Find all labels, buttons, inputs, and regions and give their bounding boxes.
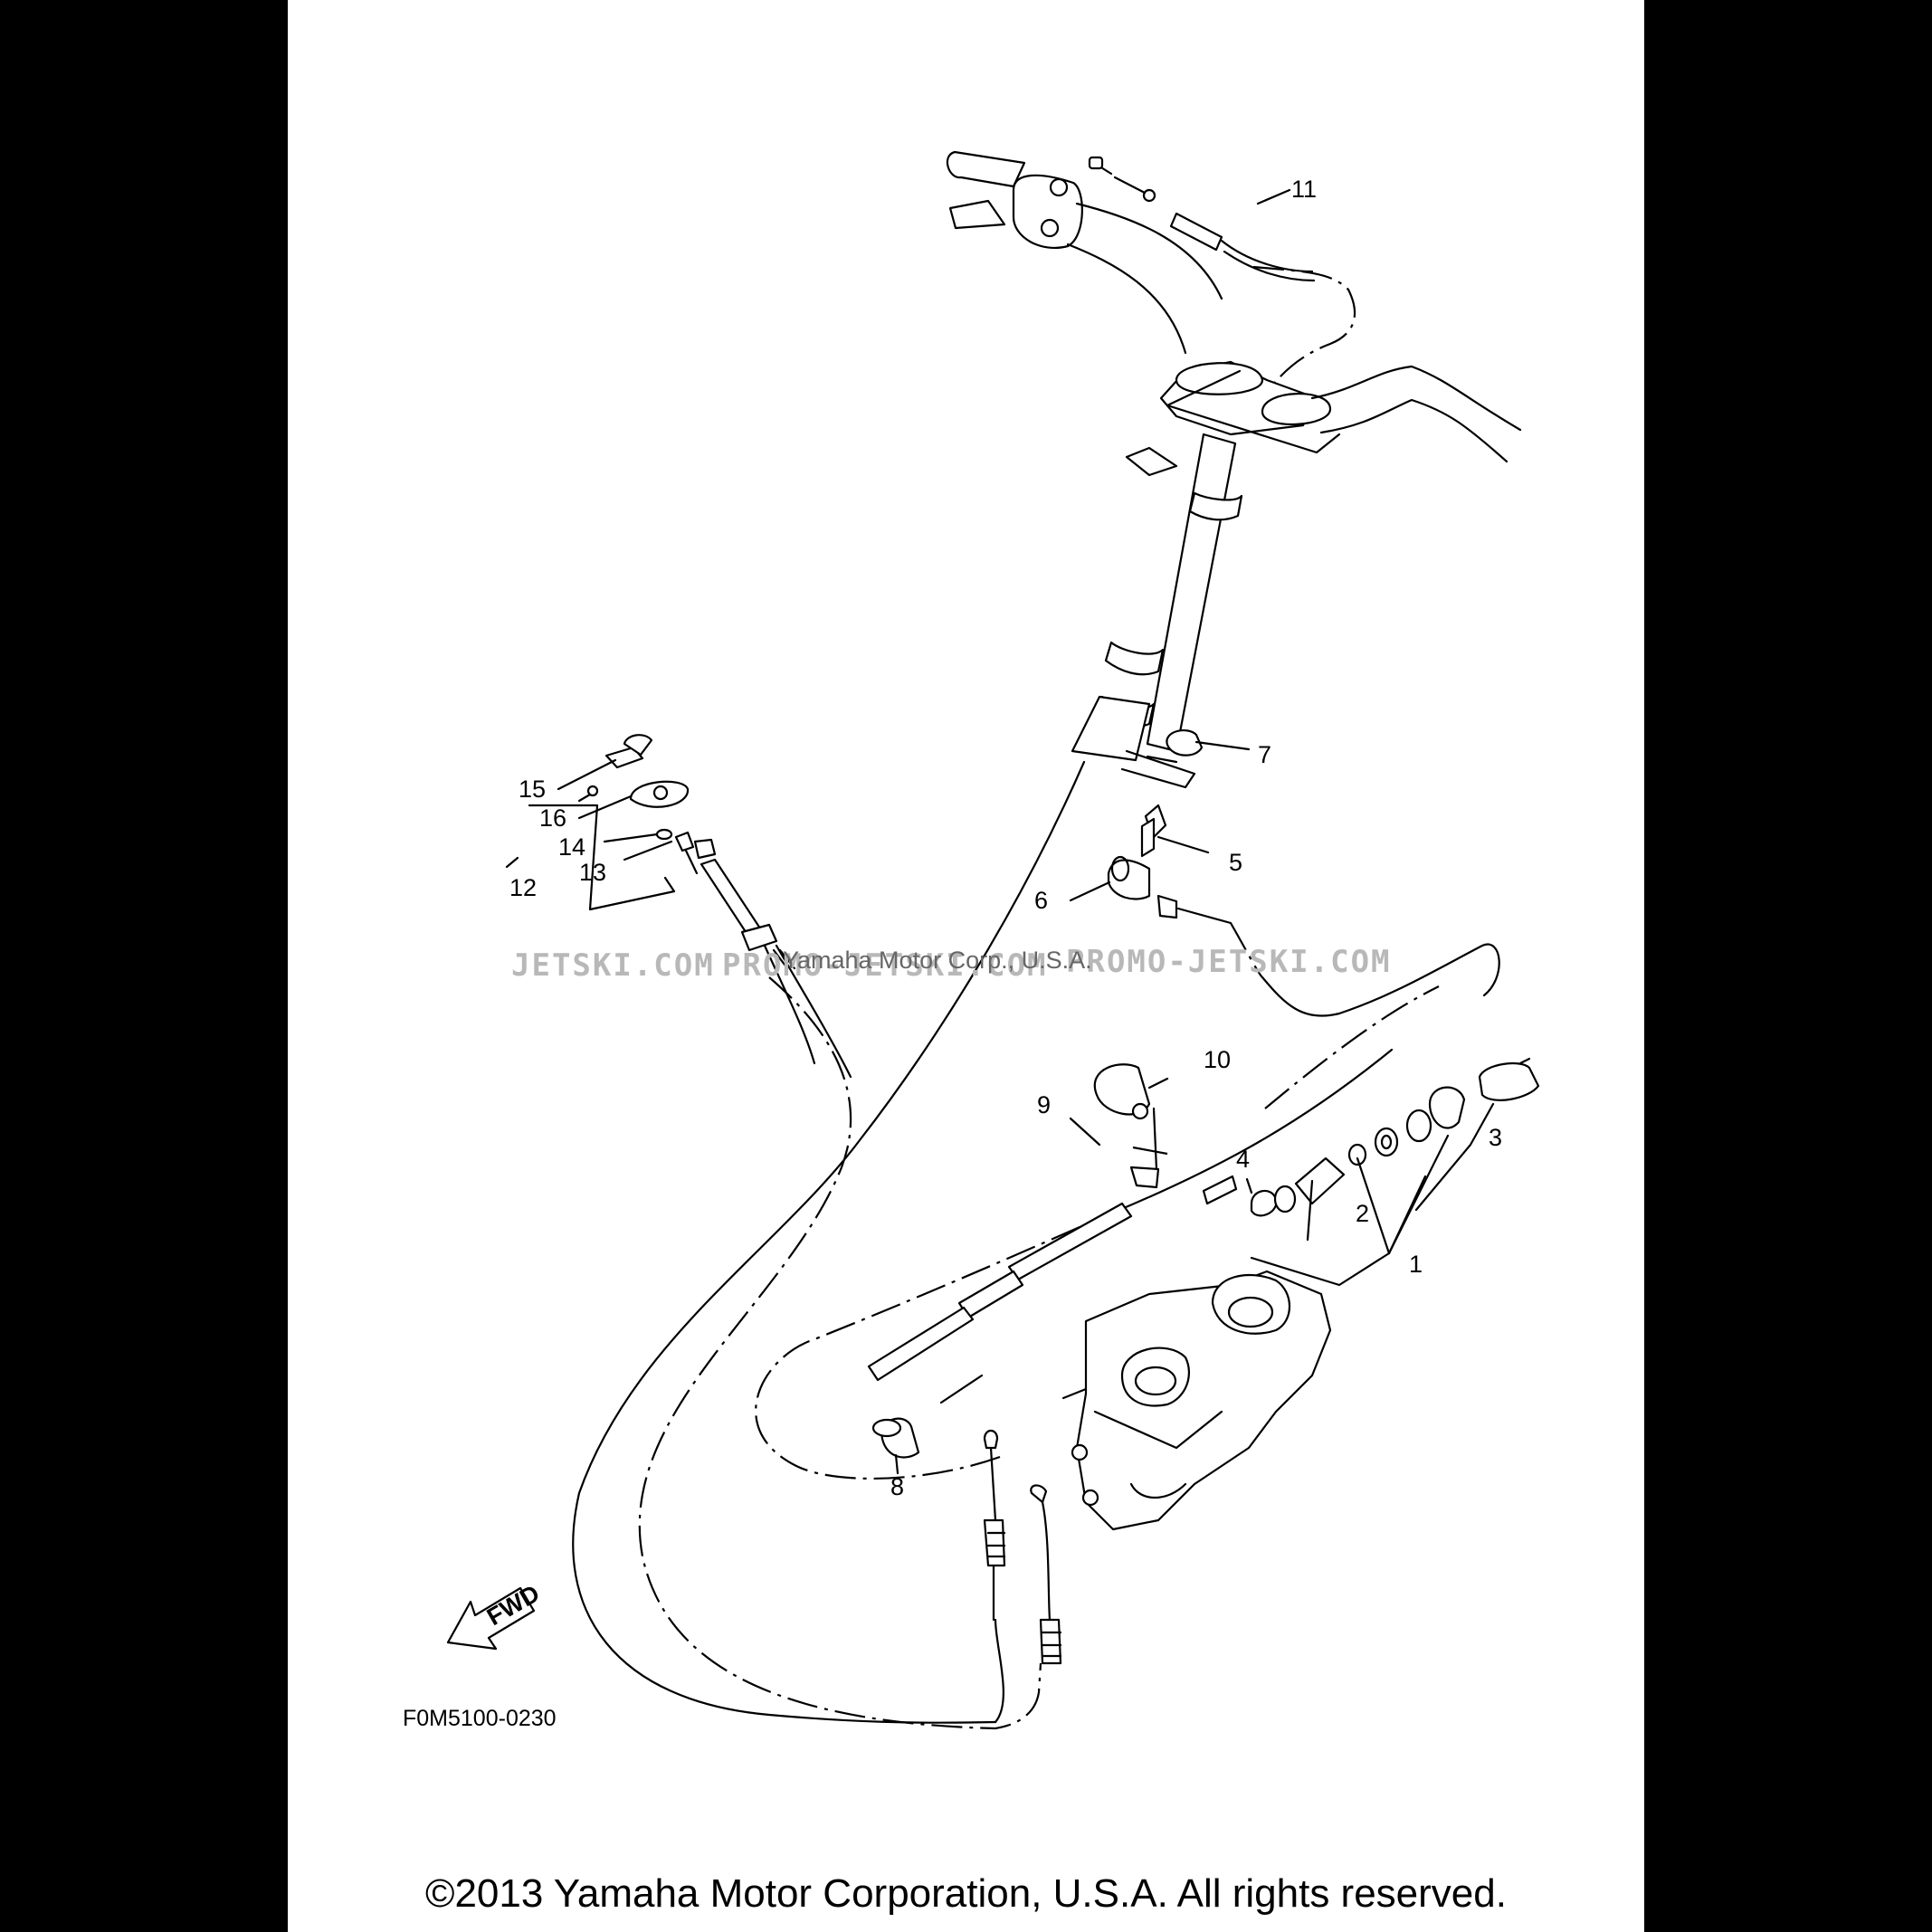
callout-12: 12 xyxy=(509,874,537,901)
watermark-left: JETSKI.COM xyxy=(511,947,715,984)
fwd-arrow: FWD xyxy=(446,1579,544,1651)
callout-9: 9 xyxy=(1037,1091,1051,1118)
leader-lines xyxy=(557,188,1291,1475)
callout-6: 6 xyxy=(1034,887,1048,914)
watermarks: JETSKI.COM PROMO-JETSKI.COM PROMO-JETSKI… xyxy=(511,944,1392,984)
callout-labels: 11 7 5 6 10 9 4 3 2 1 8 15 16 14 12 13 F… xyxy=(403,176,1502,1731)
handlebar-assembly xyxy=(946,150,1522,789)
parts-1-4-9-10 xyxy=(867,1057,1540,1459)
callout-14: 14 xyxy=(558,833,585,861)
callout-10: 10 xyxy=(1204,1046,1231,1073)
copyright-notice: ©2013 Yamaha Motor Corporation, U.S.A. A… xyxy=(425,1871,1507,1916)
callout-2: 2 xyxy=(1356,1200,1369,1227)
callout-3: 3 xyxy=(1489,1124,1502,1151)
lower-cable-ends xyxy=(983,1429,1062,1665)
callout-7: 7 xyxy=(1258,741,1271,768)
callout-5: 5 xyxy=(1229,849,1242,876)
callout-1: 1 xyxy=(1409,1251,1423,1278)
watermark-overlay: Yamaha Motor Corp., U.S.A. xyxy=(783,947,1092,974)
callout-16: 16 xyxy=(539,804,566,832)
cable-12-assembly xyxy=(505,734,852,1079)
callout-11: 11 xyxy=(1291,176,1317,203)
callout-4: 4 xyxy=(1236,1146,1250,1173)
pump-assembly xyxy=(1061,1270,1332,1531)
parts-5-6-7 xyxy=(1107,729,1500,1017)
callout-8: 8 xyxy=(890,1473,904,1500)
throttle-cable xyxy=(1088,156,1316,282)
cable-runs xyxy=(572,760,1440,1730)
watermark-right: PROMO-JETSKI.COM xyxy=(1066,944,1392,980)
callout-15: 15 xyxy=(519,776,546,803)
callout-13: 13 xyxy=(579,859,606,886)
watermark-middle: PROMO-JETSKI.COM xyxy=(722,947,1048,984)
diagram-code: F0M5100-0230 xyxy=(403,1706,557,1731)
